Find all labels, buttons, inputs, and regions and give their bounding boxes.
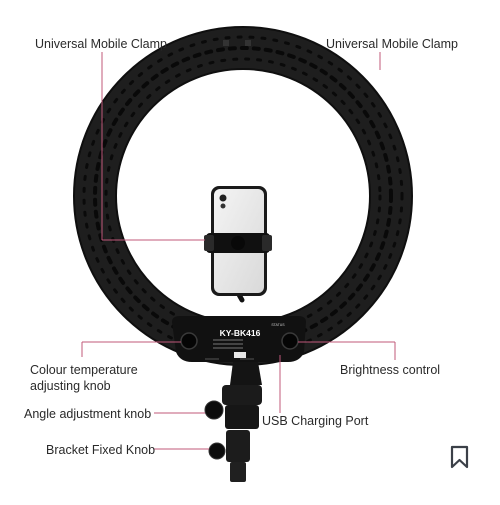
clamp-knob (231, 236, 245, 250)
clamp-notch-left (223, 40, 229, 46)
model-label: KY-BK416 (220, 328, 261, 338)
bracket-lower (226, 430, 250, 462)
label-angle: Angle adjustment knob (24, 407, 152, 421)
bracket-neck (230, 362, 262, 385)
label-clamp-right: Universal Mobile Clamp (326, 37, 458, 51)
clamp-notch-right (245, 40, 251, 46)
port-label-1 (205, 358, 219, 360)
spec-line-2 (213, 343, 243, 345)
label-clamp-left: Universal Mobile Clamp (35, 37, 167, 51)
leader-lines (81, 52, 396, 450)
usb-port (234, 352, 246, 358)
brightness-knob (281, 332, 299, 350)
clamp-jaw-right (262, 235, 272, 251)
spec-line-1 (213, 339, 243, 341)
clamp-jaw-left (204, 235, 214, 251)
bookmark-icon (450, 445, 469, 469)
angle-knob (204, 400, 224, 420)
port-label-2 (240, 358, 254, 360)
bracket-fixed-knob (208, 442, 226, 460)
bracket-base (230, 462, 246, 482)
ring-led-slots-outer2 (82, 35, 404, 357)
label-colour-line2: adjusting knob (30, 379, 111, 393)
phone-camera (219, 194, 227, 202)
phone-camera-2 (220, 203, 226, 209)
label-usb: USB Charging Port (262, 414, 369, 428)
stand-bracket (204, 362, 262, 482)
phone-holder (204, 186, 272, 303)
bookmark-button[interactable] (444, 440, 474, 474)
status-label: STATUS (271, 323, 285, 327)
label-brightness: Brightness control (340, 363, 441, 377)
bracket-joint (225, 405, 259, 429)
control-box: KY-BK416 STATUS (172, 316, 306, 362)
spec-line-3 (213, 347, 243, 349)
label-bracket: Bracket Fixed Knob (46, 443, 156, 457)
bracket-block (222, 385, 262, 405)
colour-knob (180, 332, 198, 350)
label-colour-line1: Colour temperature (30, 363, 138, 377)
